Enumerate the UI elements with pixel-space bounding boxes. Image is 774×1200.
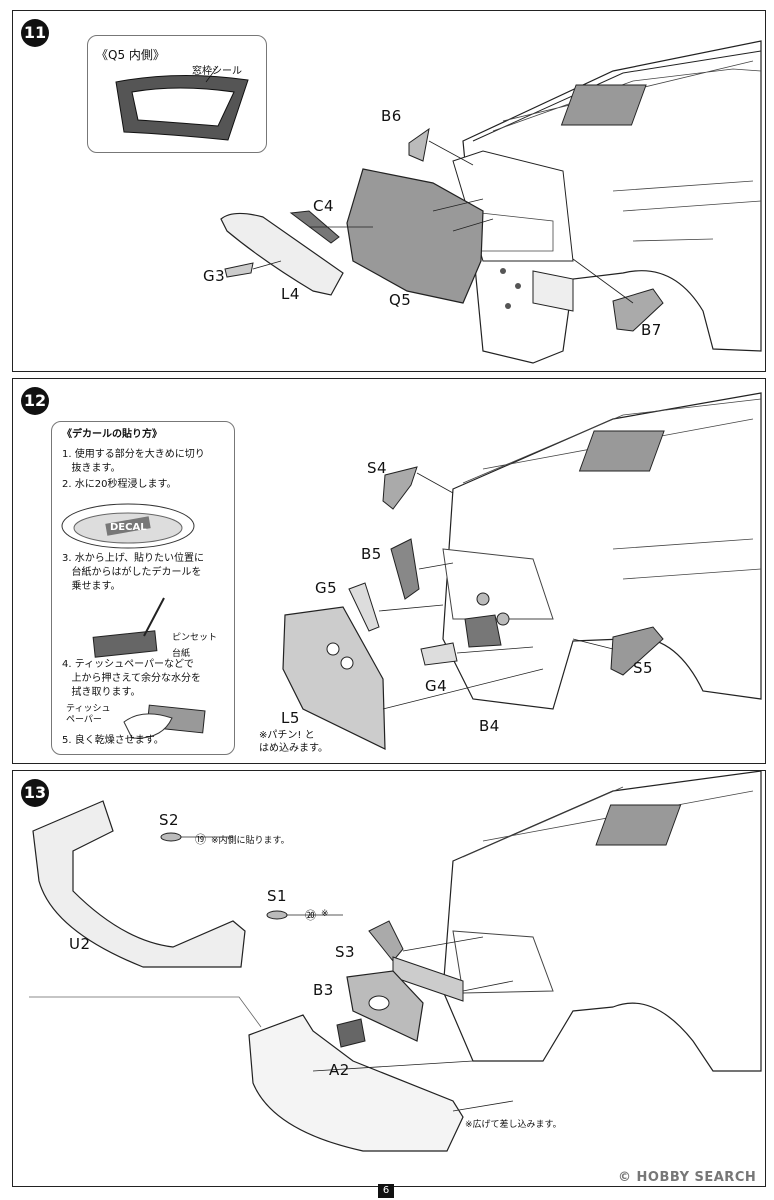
step-13-panel: 13 S2 ⑲ ※内側に貼ります。 S1 ⑳ ※ U2 S3 B3 A2 ※広げ… <box>12 770 766 1187</box>
step-13-drawing <box>29 771 762 1152</box>
window-seal-drawing <box>115 65 249 141</box>
part-g3-label: G3 <box>203 267 226 285</box>
part-a2-label: A2 <box>329 1061 350 1079</box>
decal-20-badge: ⑳ <box>305 909 316 922</box>
q5-inner-inset: 《Q5 内側》 窓枠シール <box>87 35 267 153</box>
part-b6-label: B6 <box>381 107 402 125</box>
bumper-note: ※広げて差し込みます。 <box>465 1120 562 1130</box>
decal-19-badge: ⑲ <box>195 833 206 846</box>
tweezers-label: ピンセット <box>172 633 218 643</box>
step-12-drawing <box>282 392 762 750</box>
part-g4-label: G4 <box>425 677 448 695</box>
part-b4-label: B4 <box>479 717 500 735</box>
decal-step-1: 1. 使用する部分を大きめに切り 抜きます。 <box>62 449 205 474</box>
step-number: 11 <box>21 19 49 47</box>
backing-paper-label: 台紙 <box>172 649 191 659</box>
part-l5-label: L5 <box>281 709 300 727</box>
step-number: 12 <box>21 387 49 415</box>
part-s2-label: S2 <box>159 811 180 829</box>
part-s5-label: S5 <box>633 659 654 677</box>
step-number: 13 <box>21 779 49 807</box>
decal-illustrations: DECAL <box>61 503 206 739</box>
part-b5-label: B5 <box>361 545 382 563</box>
part-c4-label: C4 <box>313 197 335 215</box>
step-12-panel: 12 《デカールの貼り方》 1. 使用する部分を大きめに切り 抜きます。 2. … <box>12 378 766 764</box>
part-q5-label: Q5 <box>389 291 412 309</box>
part-b7-label: B7 <box>641 321 662 339</box>
step-11-panel: 11 《Q5 内側》 窓枠シール B6 C4 <box>12 10 766 372</box>
decal-step-2: 2. 水に20秒程浸します。 <box>62 479 177 490</box>
part-s3-label: S3 <box>335 943 356 961</box>
part-s4-label: S4 <box>367 459 388 477</box>
s2-note: ※内側に貼ります。 <box>211 836 290 846</box>
inset-label: 窓枠シール <box>192 66 242 77</box>
inset-title: 《Q5 内側》 <box>96 48 165 62</box>
part-g5-label: G5 <box>315 579 338 597</box>
part-u2-label: U2 <box>69 935 91 953</box>
l5-note: ※パチン! と はめ込みます。 <box>259 730 328 754</box>
decal-title: 《デカールの貼り方》 <box>62 429 162 440</box>
watermark: © HOBBY SEARCH <box>618 1170 757 1185</box>
decal-step-5: 5. 良く乾燥させます。 <box>62 735 164 746</box>
tissue-label: ティッシュ ペーパー <box>66 704 111 725</box>
decal-instructions-box: 《デカールの貼り方》 1. 使用する部分を大きめに切り 抜きます。 2. 水に2… <box>51 421 235 755</box>
page-number: 6 <box>378 1184 394 1198</box>
part-b3-label: B3 <box>313 981 334 999</box>
part-l4-label: L4 <box>281 285 300 303</box>
step-11-drawing <box>220 40 762 364</box>
part-s1-label: S1 <box>267 887 288 905</box>
decal-step-3: 3. 水から上げ、貼りたい位置に 台紙からはがしたデカールを 乗せます。 <box>62 553 205 592</box>
decal-step-4: 4. ティッシュペーパーなどで 上から押さえて余分な水分を 拭き取ります。 <box>62 659 202 698</box>
decal-word: DECAL <box>110 522 147 533</box>
s1-note: ※ <box>321 909 329 919</box>
